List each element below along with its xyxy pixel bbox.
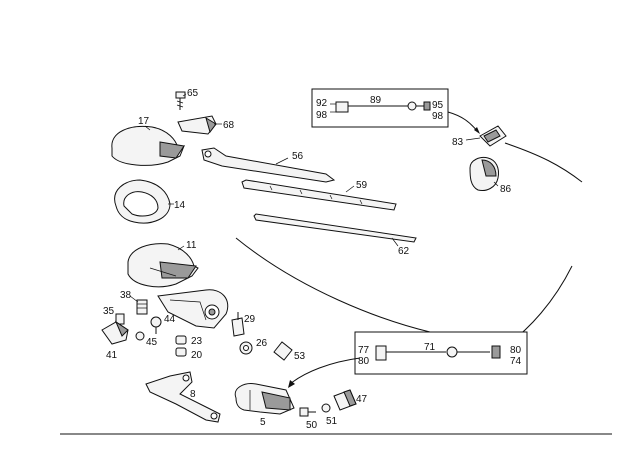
label-17: 17	[138, 116, 150, 127]
label-38: 38	[120, 290, 132, 301]
label-56: 56	[292, 151, 304, 162]
part-83-sensor	[479, 125, 507, 147]
label-29: 29	[244, 314, 256, 325]
arrow-head-sensor	[474, 127, 480, 134]
part-65-bolt	[175, 91, 186, 110]
label-71: 71	[424, 342, 436, 353]
label-44: 44	[164, 314, 176, 325]
label-68: 68	[223, 120, 235, 131]
part-51-washer	[321, 403, 331, 413]
part-14-seal	[114, 179, 171, 224]
windshield-outline	[235, 237, 431, 333]
part-41-bracket	[101, 320, 129, 345]
part-8-frame	[145, 371, 221, 423]
label-65: 65	[187, 88, 199, 99]
part-53-grommet	[273, 341, 293, 361]
part-50-screw	[299, 407, 316, 417]
label-53: 53	[294, 351, 306, 362]
hood-curve	[504, 142, 583, 183]
label-89: 89	[370, 95, 382, 106]
label-14: 14	[174, 200, 186, 211]
part-38-spring	[136, 299, 148, 315]
part-86-cover	[469, 157, 499, 191]
leader-lines	[129, 93, 499, 303]
label-50: 50	[306, 420, 318, 431]
label-77: 77	[358, 345, 370, 356]
label-51: 51	[326, 416, 338, 427]
callout-box-89	[311, 88, 449, 128]
label-86: 86	[500, 184, 512, 195]
part-59-wiper-blade	[241, 179, 397, 211]
label-98-left: 98	[316, 110, 328, 121]
part-35-clip	[115, 313, 125, 325]
label-20: 20	[191, 350, 203, 361]
label-5: 5	[260, 417, 266, 428]
part-20-bushing	[175, 347, 187, 357]
label-95: 95	[432, 100, 444, 111]
label-62: 62	[398, 246, 410, 257]
part-29-pivot	[231, 312, 245, 337]
label-92: 92	[316, 98, 328, 109]
label-74: 74	[510, 356, 522, 367]
arrow-to-sensor	[447, 111, 479, 133]
part-23-bushing	[175, 335, 187, 345]
part-56-wiper-arm	[201, 147, 336, 183]
part-17-cover	[111, 125, 185, 166]
label-8: 8	[190, 389, 196, 400]
label-59: 59	[356, 180, 368, 191]
part-45-washer	[135, 331, 145, 341]
label-83: 83	[452, 137, 464, 148]
label-41: 41	[106, 350, 118, 361]
arrow-to-motor	[289, 357, 361, 385]
label-98-right: 98	[432, 111, 444, 122]
wiper-linkage	[157, 289, 229, 329]
callout-box-71	[354, 331, 528, 375]
part-68-cap	[177, 115, 217, 135]
label-45: 45	[146, 337, 158, 348]
label-35: 35	[103, 306, 115, 317]
part-47-connector	[333, 389, 357, 411]
label-23: 23	[191, 336, 203, 347]
label-80-right: 80	[510, 345, 522, 356]
part-26-nut	[239, 341, 253, 355]
part-44-bolt	[150, 316, 162, 334]
part-5-motor	[234, 383, 295, 415]
label-47: 47	[356, 394, 368, 405]
label-26: 26	[256, 338, 268, 349]
part-62-rubber-insert	[253, 213, 417, 243]
label-80-left: 80	[358, 356, 370, 367]
part-11-motor-cover	[127, 243, 199, 288]
label-11: 11	[186, 240, 197, 251]
arrow-head-motor	[288, 380, 295, 388]
